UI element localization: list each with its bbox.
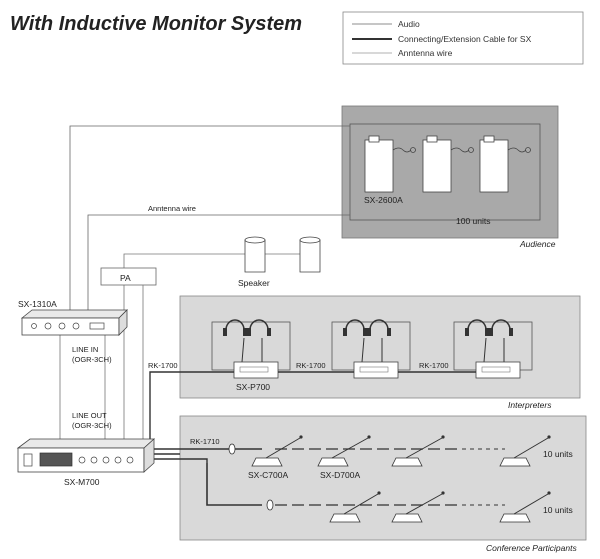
interpreter-unit-label: SX-P700	[236, 382, 270, 392]
delegate-unit	[499, 491, 551, 523]
audience-zone-label: Audience	[519, 239, 556, 249]
antenna-wire-outer	[69, 125, 350, 318]
legend: Audio Connecting/Extension Cable for SX …	[342, 11, 584, 65]
legend-audio-label: Audio	[398, 19, 420, 29]
receiver-model-label: SX-2600A	[364, 195, 403, 205]
speaker-left	[244, 236, 266, 273]
speaker-label: Speaker	[238, 278, 270, 288]
conference-zone: RK-1710 SX-C700A SX-D700A 10 units	[154, 415, 587, 553]
speaker-audio-line	[123, 253, 245, 440]
chairman-unit-label: SX-C700A	[248, 470, 288, 480]
delegate-unit	[499, 435, 551, 467]
receiver-unit	[479, 135, 531, 193]
antenna-wire-label: Anntenna wire	[148, 204, 196, 213]
audience-antenna-loop	[349, 123, 541, 221]
conf-row2-cable	[206, 463, 262, 506]
delegate-unit	[317, 435, 371, 467]
line-in-sub-label: (OGR-3CH)	[72, 355, 112, 364]
conf-row1-units: 10 units	[543, 449, 573, 459]
rk1700-label: RK-1700	[296, 361, 326, 370]
chairman-unit	[251, 435, 303, 467]
legend-cable-label: Connecting/Extension Cable for SX	[398, 34, 532, 44]
legend-antenna-label: Anntenna wire	[398, 48, 453, 58]
interpreters-zone-bg	[179, 295, 581, 399]
interpreter-booth	[453, 319, 533, 379]
interpreter-booth	[331, 319, 411, 379]
delegate-unit	[329, 491, 381, 523]
receiver-unit	[364, 135, 416, 193]
transmitter-label: SX-1310A	[18, 299, 57, 309]
conference-zone-label: Conference Participants	[486, 543, 577, 553]
interpreter-booth	[211, 319, 291, 379]
pa-box	[100, 267, 157, 286]
interpreters-zone-label: Interpreters	[508, 400, 552, 410]
rk1700-main-cable	[149, 371, 234, 448]
rk1700-label: RK-1700	[419, 361, 449, 370]
rk1710-label: RK-1710	[190, 437, 220, 446]
rk1700-label: RK-1700	[148, 361, 178, 370]
control-unit-label: SX-M700	[64, 477, 100, 487]
line-in-label: LINE IN	[72, 345, 98, 354]
conf-row2-units: 10 units	[543, 505, 573, 515]
transmitter-unit	[20, 309, 128, 336]
delegate-unit	[391, 491, 445, 523]
receiver-unit	[422, 135, 474, 193]
delegate-unit-label: SX-D700A	[320, 470, 360, 480]
audience-zone: SX-2600A 100 units Audience	[341, 105, 559, 249]
delegate-unit	[391, 435, 445, 467]
wiring: Anntenna wire PA Speaker LINE IN (OGR-3C…	[59, 125, 350, 463]
pa-label: PA	[120, 273, 131, 283]
control-unit	[16, 438, 156, 473]
audience-units-count: 100 units	[456, 216, 491, 226]
antenna-wire-inner	[87, 214, 350, 318]
speaker-right	[299, 236, 321, 273]
interpreters-zone: RK-1700 RK-1700 SX-P700 Interpreters	[179, 295, 581, 410]
diagram-title: With Inductive Monitor System	[10, 13, 302, 35]
line-out-label: LINE OUT	[72, 411, 107, 420]
line-out-sub-label: (OGR-3CH)	[72, 421, 112, 430]
